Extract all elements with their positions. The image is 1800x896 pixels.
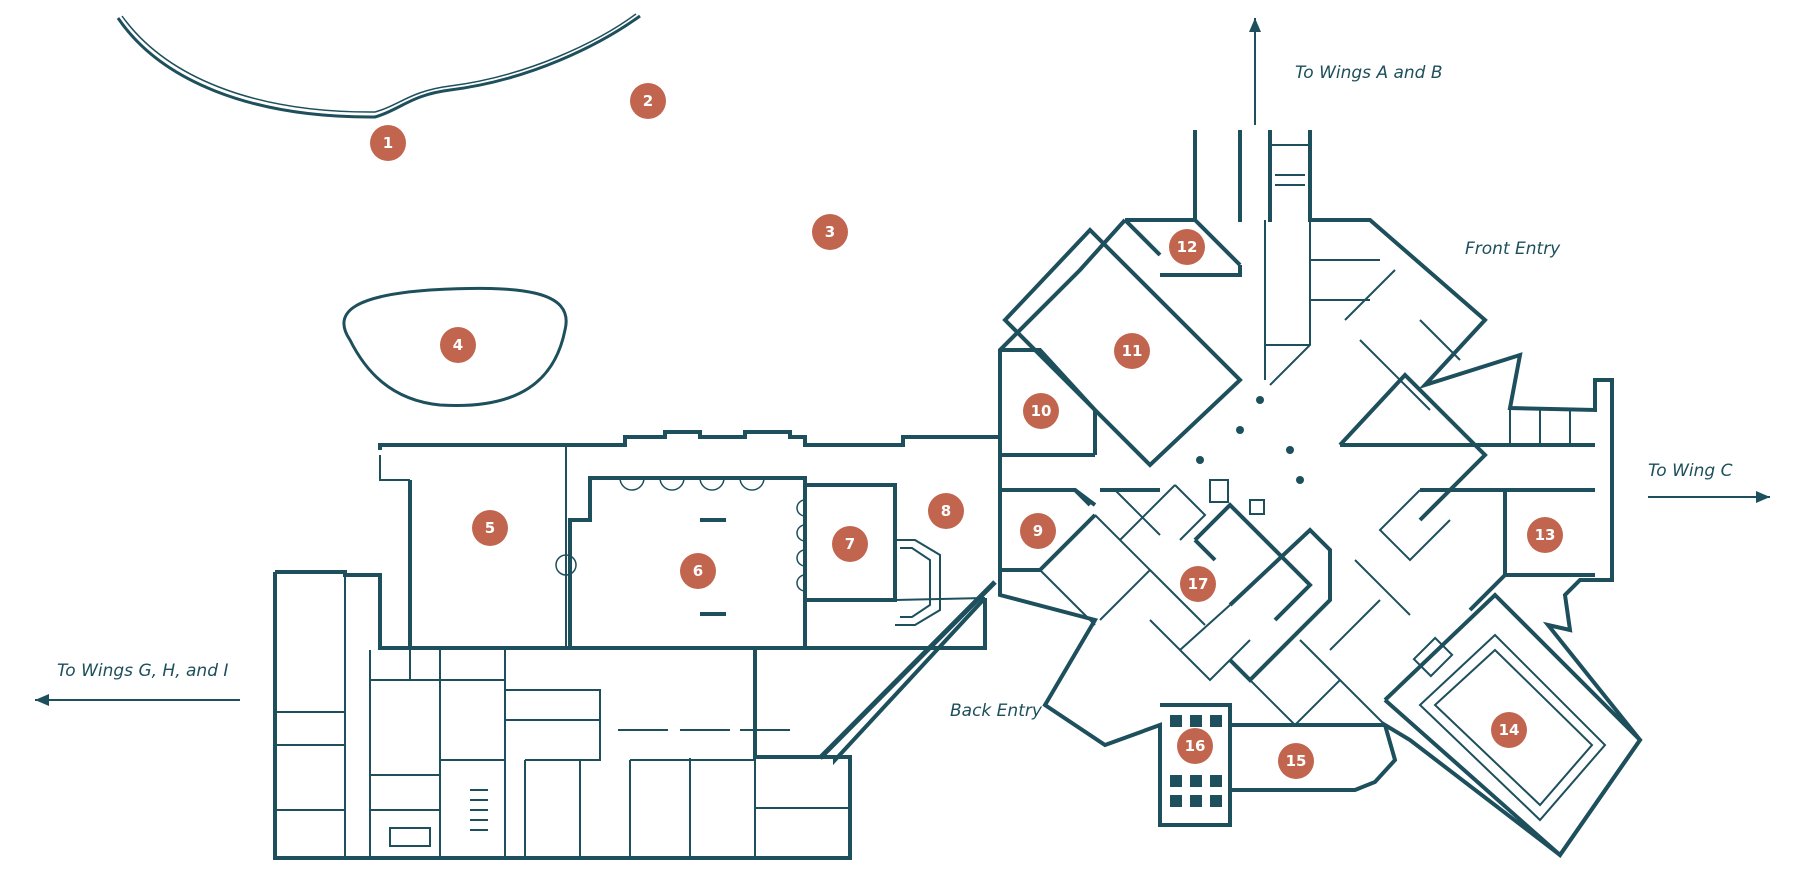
label-to-wing-c: To Wing C	[1648, 461, 1733, 481]
room-12-walls	[1125, 218, 1242, 277]
svg-text:15: 15	[1286, 752, 1307, 770]
marker-8: 8	[928, 493, 964, 529]
svg-text:6: 6	[693, 562, 703, 580]
room-7-walls	[805, 483, 897, 602]
service-wing-top	[275, 570, 410, 650]
room-16-walls	[1160, 703, 1232, 825]
svg-text:10: 10	[1031, 402, 1052, 420]
marker-5: 5	[472, 510, 508, 546]
marker-6: 6	[680, 553, 716, 589]
south-west-rooms	[1039, 484, 1207, 626]
svg-text:9: 9	[1033, 522, 1043, 540]
room-13-walls	[1468, 490, 1595, 612]
marker-12: 12	[1169, 229, 1205, 265]
restroom-north	[1270, 144, 1310, 186]
north-corridor	[1193, 130, 1312, 222]
marker-17: 17	[1180, 566, 1216, 602]
room-17-walls	[1193, 502, 1313, 622]
atrium-column	[1286, 446, 1294, 454]
atrium-column	[1296, 476, 1304, 484]
diagonal-corridor-long	[818, 580, 997, 760]
stair-lines	[470, 789, 488, 831]
room-5-divider	[379, 455, 410, 481]
shoreline	[116, 14, 641, 119]
west-arrow-head	[35, 694, 49, 706]
stage	[895, 539, 941, 626]
atrium-column	[1256, 396, 1264, 404]
svg-text:12: 12	[1177, 238, 1198, 256]
label-back-entry: Back Entry	[950, 701, 1043, 721]
stair	[389, 827, 431, 847]
shoreline-inner	[121, 13, 637, 113]
marker-10: 10	[1023, 393, 1059, 429]
fixture	[700, 612, 726, 616]
room-11-walls	[1002, 227, 1243, 468]
west-hall-outline	[378, 430, 1002, 455]
east-restrooms	[1378, 410, 1571, 575]
west-hall-bottom	[410, 598, 987, 650]
marker-11: 11	[1114, 333, 1150, 369]
wall	[894, 597, 986, 601]
service-wing-outline	[273, 572, 852, 860]
room-7-doors	[796, 499, 806, 592]
svg-text:7: 7	[845, 535, 855, 553]
east-arrow-head	[1756, 491, 1770, 503]
svg-text:5: 5	[485, 519, 495, 537]
svg-text:13: 13	[1535, 526, 1556, 544]
svg-text:11: 11	[1122, 342, 1143, 360]
svg-text:4: 4	[453, 336, 463, 354]
marker-15: 15	[1278, 743, 1314, 779]
east-corridor	[1420, 443, 1595, 492]
label-to-wings-ghi: To Wings G, H, and I	[57, 661, 228, 681]
room-10-walls	[1000, 348, 1097, 457]
svg-text:17: 17	[1188, 575, 1209, 593]
pool-outline	[1418, 633, 1607, 822]
svg-text:1: 1	[383, 134, 393, 152]
south-central-block	[1228, 527, 1332, 683]
marker-4: 4	[440, 327, 476, 363]
pool-wing	[1383, 592, 1643, 858]
north-wing-rooms	[1264, 220, 1461, 411]
svg-text:3: 3	[825, 223, 835, 241]
marker-9: 9	[1020, 513, 1056, 549]
svg-text:8: 8	[941, 502, 951, 520]
marker-16: 16	[1177, 728, 1213, 764]
pond-4	[342, 286, 568, 408]
pool-inner	[1433, 648, 1594, 807]
atrium-column	[1236, 426, 1244, 434]
service-wing-rooms	[275, 575, 850, 858]
svg-text:16: 16	[1185, 737, 1206, 755]
atrium-column	[1196, 456, 1204, 464]
hot-tub	[1412, 636, 1454, 678]
north-arrow-head	[1249, 18, 1261, 32]
north-east-wing	[1338, 372, 1488, 522]
fixture	[700, 518, 726, 522]
atrium-fixture	[1209, 479, 1229, 503]
marker-14: 14	[1491, 712, 1527, 748]
atrium-fixture	[1249, 499, 1265, 515]
marker-3: 3	[812, 214, 848, 250]
label-front-entry: Front Entry	[1465, 239, 1561, 259]
stage-inner	[900, 547, 931, 618]
label-to-wings-ab: To Wings A and B	[1295, 63, 1443, 83]
marker-7: 7	[832, 526, 868, 562]
room-16-seating	[1170, 715, 1222, 807]
svg-text:2: 2	[643, 92, 653, 110]
marker-1: 1	[370, 125, 406, 161]
room-6-doors	[619, 477, 765, 491]
marker-13: 13	[1527, 517, 1563, 553]
marker-2: 2	[630, 83, 666, 119]
service-wing-inner	[369, 650, 506, 690]
svg-text:14: 14	[1499, 721, 1520, 739]
south-rooms	[1149, 559, 1411, 727]
